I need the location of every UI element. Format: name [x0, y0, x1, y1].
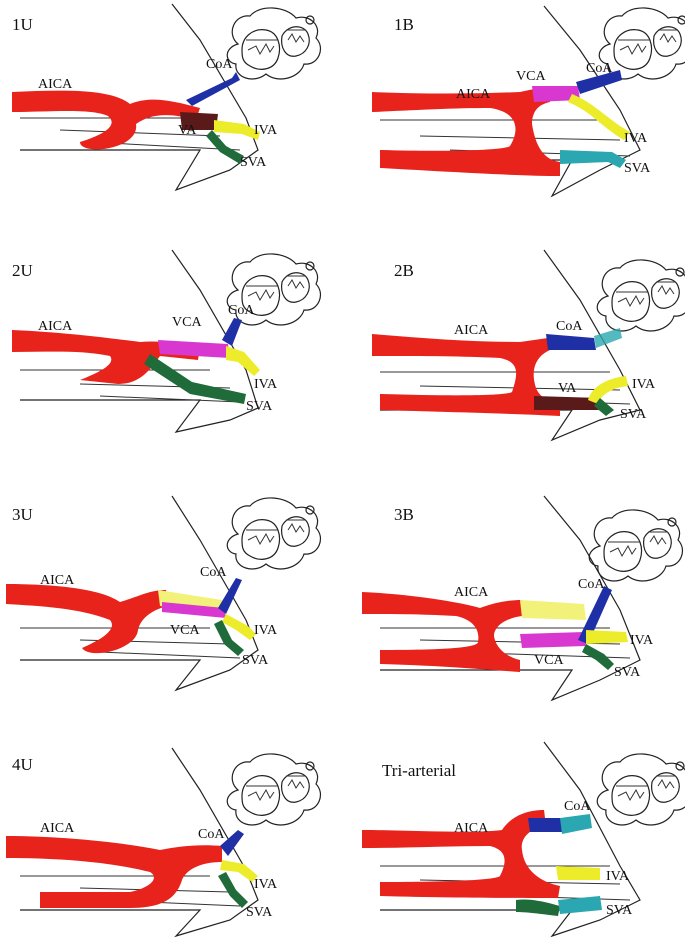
sva-dotted	[558, 896, 602, 914]
coa-label: CoA	[198, 827, 225, 842]
aica-vessel	[6, 584, 168, 654]
coa-label: CoA	[200, 565, 227, 580]
sva-label: SVA	[614, 665, 641, 680]
panel-title: Tri-arterial	[382, 761, 456, 780]
coa-vessel	[220, 830, 244, 856]
sva-vessel	[206, 130, 244, 164]
coa-vessel	[578, 586, 612, 644]
va-label: VA	[558, 381, 577, 396]
coa-vessel	[576, 70, 622, 94]
vca-vessel	[162, 602, 226, 618]
panel-1U: 1U AICA CoA VA IVA SVA	[12, 3, 322, 192]
vca-label: VCA	[516, 69, 546, 84]
coa-vessel	[218, 578, 242, 614]
aica-vessel	[12, 90, 200, 150]
sva-label: SVA	[624, 161, 651, 176]
vca-vessel	[520, 632, 586, 648]
aica-vessel	[362, 592, 522, 672]
panel-2B: 2B AICA CoA VA IVA SVA	[372, 249, 685, 442]
iva-label: IVA	[606, 869, 630, 884]
aica-label: AICA	[456, 87, 491, 102]
panel-3B: 3B AICA CoA VCA IVA SVA	[362, 495, 684, 702]
aica-vessel	[12, 330, 200, 384]
aica-vessel	[372, 334, 560, 416]
aica-label: AICA	[454, 585, 489, 600]
coa-label: CoA	[556, 319, 583, 334]
iva-label: IVA	[254, 377, 278, 392]
aica-label: AICA	[40, 573, 75, 588]
vca-label: VCA	[170, 623, 200, 638]
aica-vessel	[362, 810, 560, 898]
va-vessel	[534, 396, 602, 410]
iva-label: IVA	[624, 131, 648, 146]
sva-vessel	[516, 899, 560, 916]
aica-vessel	[6, 836, 222, 908]
sva-vessel	[218, 872, 248, 908]
coa-dotted	[560, 814, 592, 834]
iva-vessel	[220, 860, 258, 882]
aica-label: AICA	[38, 77, 73, 92]
coa-dotted	[594, 328, 622, 348]
panel-4U: 4U AICA CoA IVA SVA	[6, 747, 322, 938]
iva-vessel	[568, 94, 630, 140]
sva-vessel	[582, 644, 614, 670]
panel-title: 1U	[12, 15, 33, 34]
sva-vessel	[560, 150, 626, 168]
coa-label: CoA	[206, 57, 233, 72]
iva-label: IVA	[254, 123, 278, 138]
iva-vessel	[222, 614, 256, 640]
vca-vessel	[532, 86, 580, 102]
aica-label: AICA	[454, 323, 489, 338]
panel-title: 4U	[12, 755, 33, 774]
panel-3U: 3U AICA CoA VCA IVA SVA	[6, 495, 322, 692]
iva-vessel	[586, 630, 628, 644]
panel-title: 2B	[394, 261, 414, 280]
panel-title: 3B	[394, 505, 414, 524]
iva-vessel	[588, 376, 628, 404]
vca-label: VCA	[534, 653, 564, 668]
coa-label: CoA	[578, 577, 605, 592]
panel-2U: 2U AICA VCA CoA IVA SVA	[12, 249, 322, 433]
vca-label: VCA	[172, 315, 202, 330]
iva-vessel	[226, 346, 260, 376]
coa-label: CoA	[564, 799, 591, 814]
iva-label: IVA	[630, 633, 654, 648]
iva-label: IVA	[632, 377, 656, 392]
vca-vessel	[158, 340, 230, 358]
sva-label: SVA	[240, 155, 267, 170]
sva-vessel	[594, 398, 614, 416]
sva-label: SVA	[606, 903, 633, 918]
sva-label: SVA	[246, 905, 273, 920]
panel-tri-arterial: Tri-arterial AICA CoA IVA SVA	[362, 741, 685, 938]
va-vessel	[180, 112, 218, 130]
aica-label: AICA	[40, 821, 75, 836]
coa-vessel	[222, 318, 242, 346]
yellow-branch	[520, 600, 586, 620]
coa-vessel	[186, 72, 240, 106]
aica-label: AICA	[38, 319, 73, 334]
sva-label: SVA	[620, 407, 647, 422]
iva-vessel	[556, 866, 600, 880]
sva-label: SVA	[242, 653, 269, 668]
panel-title: 3U	[12, 505, 33, 524]
sva-label: SVA	[246, 399, 273, 414]
panel-title: 2U	[12, 261, 33, 280]
sva-vessel	[214, 620, 244, 656]
aica-label: AICA	[454, 821, 489, 836]
coa-vessel	[528, 818, 562, 832]
iva-label: IVA	[254, 623, 278, 638]
iva-label: IVA	[254, 877, 278, 892]
sva-vessel	[144, 354, 246, 404]
iva-vessel	[214, 120, 260, 140]
coa-label: CoA	[228, 303, 255, 318]
panel-1B: 1B AICA VCA CoA IVA SVA	[372, 5, 685, 198]
va-label: VA	[178, 123, 197, 138]
aica-vessel	[372, 86, 560, 176]
panel-title: 1B	[394, 15, 414, 34]
coa-label: CoA	[586, 61, 613, 76]
coa-vessel	[546, 334, 596, 350]
